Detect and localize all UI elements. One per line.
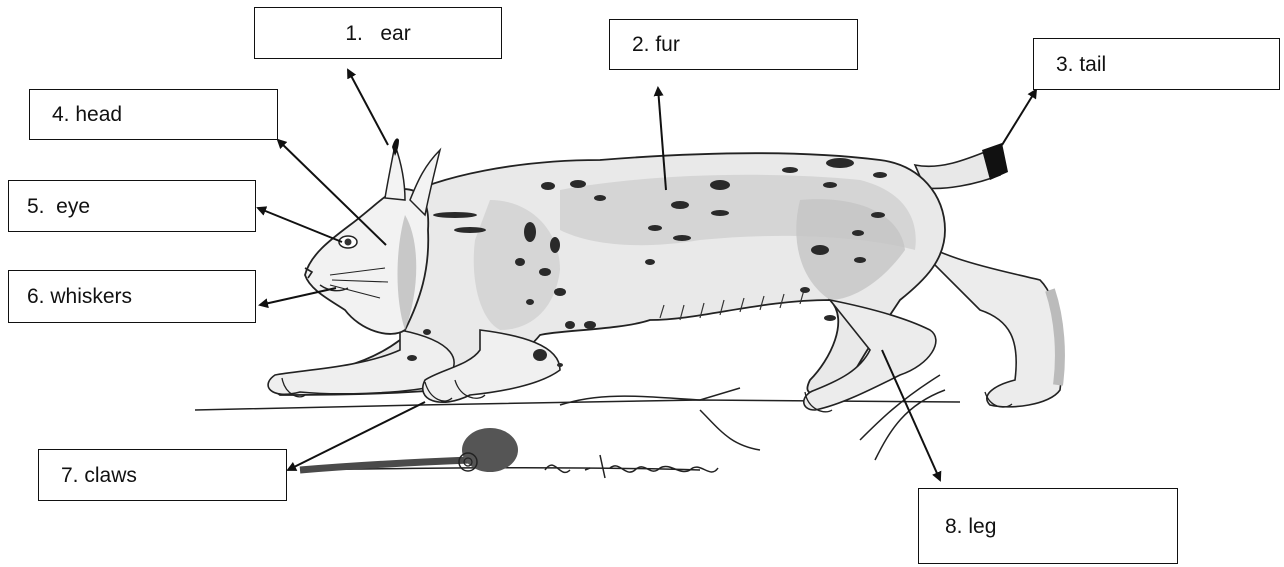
arrow-eye — [258, 208, 342, 242]
label-whiskers: 6. whiskers — [8, 270, 256, 323]
label-claws-text: 7. claws — [61, 465, 137, 486]
ground-critter — [300, 428, 518, 472]
label-head: 4. head — [29, 89, 278, 140]
arrow-head — [278, 140, 386, 245]
artist-signature — [545, 455, 718, 478]
label-fur-text: 2. fur — [632, 34, 680, 55]
label-leg: 8. leg — [918, 488, 1178, 564]
label-head-text: 4. head — [52, 104, 122, 125]
label-ear-text: 1. ear — [345, 23, 410, 44]
label-eye-text: 5. eye — [27, 196, 90, 217]
label-eye: 5. eye — [8, 180, 256, 232]
label-whiskers-text: 6. whiskers — [27, 286, 132, 307]
label-fur: 2. fur — [609, 19, 858, 70]
label-ear: 1. ear — [254, 7, 502, 59]
arrow-ear — [348, 70, 388, 145]
arrow-tail — [1002, 90, 1036, 145]
label-claws: 7. claws — [38, 449, 287, 501]
label-tail-text: 3. tail — [1056, 54, 1106, 75]
label-tail: 3. tail — [1033, 38, 1280, 90]
label-leg-text: 8. leg — [945, 516, 996, 537]
